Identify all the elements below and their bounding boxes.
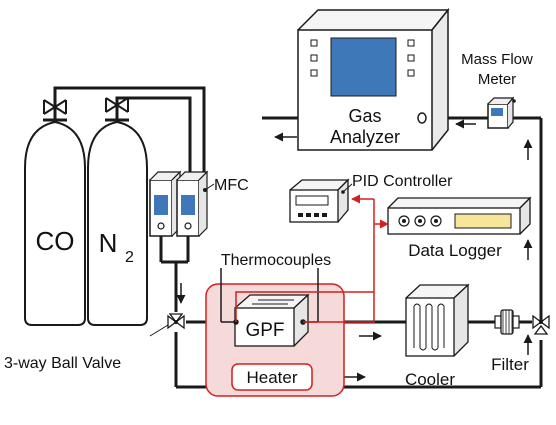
gpf-unit [234,293,310,347]
mfc-units [149,170,215,237]
meter-screen [491,108,503,116]
gas-analyzer-label-2: Analyzer [330,127,400,147]
thermocouples-label: Thermocouples [221,252,331,269]
cooler [405,283,470,357]
valve-callout-line [149,324,169,337]
filter-label: Filter [491,355,529,374]
gas-analyzer [297,7,450,151]
mfc-left-screen [154,195,168,215]
co-label: CO [36,226,75,256]
mass-flow-meter-label-1: Mass Flow [461,51,533,68]
analyzer-screen [330,37,397,97]
n2-label: N [99,228,118,258]
mfc-right-screen [181,195,195,215]
data-logger-label: Data Logger [408,241,502,260]
signal-lines [235,194,389,323]
gpf-label: GPF [245,320,284,341]
logger-display [454,213,512,229]
three-way-valve-left [167,313,185,330]
n2-cylinder: N 2 [87,97,148,326]
pid-controller [289,178,353,223]
n2-subscript: 2 [125,249,134,266]
three-way-valve-right [532,314,550,335]
three-way-valve-label: 3-way Ball Valve [4,355,121,372]
gas-analyzer-label-1: Gas [348,106,381,126]
mass-flow-meter-label-2: Meter [478,71,516,88]
mfc-label: MFC [214,177,249,194]
thermocouple-lines [220,268,319,325]
filter [494,309,520,335]
data-logger [387,196,532,235]
pid-controller-label: PID Controller [352,173,453,190]
heater-label: Heater [246,368,297,387]
co-cylinder: CO [24,99,86,326]
flow-arrows [176,119,533,382]
cooler-label: Cooler [405,370,455,389]
mass-flow-meter [487,96,516,129]
